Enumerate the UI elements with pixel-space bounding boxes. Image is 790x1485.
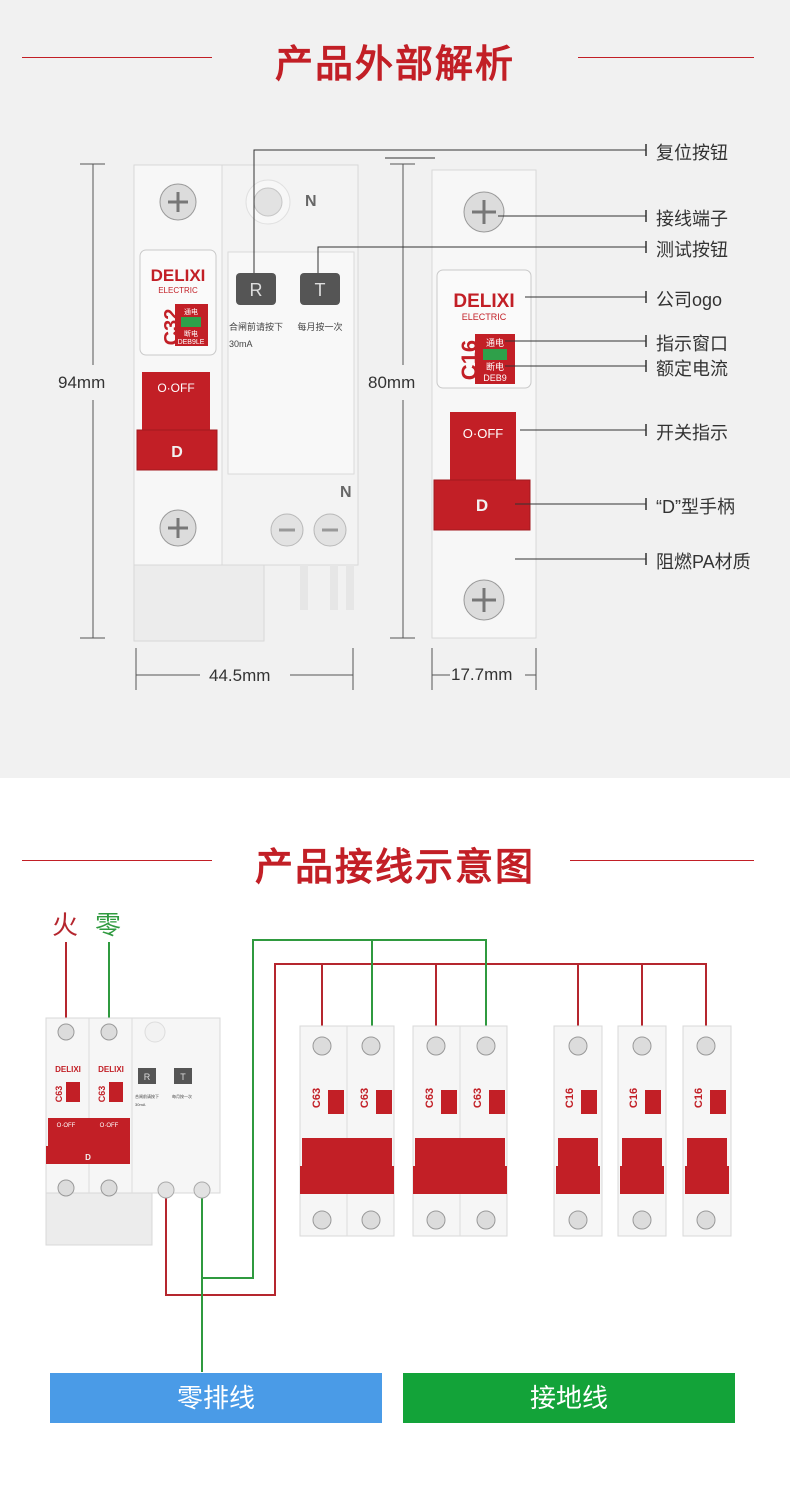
brand-sub-right: ELECTRIC: [462, 312, 507, 322]
callout-pa-material: 阻燃PA材质: [656, 552, 751, 572]
title-rule-left-2: [22, 860, 212, 861]
callout-switch-indicator: 开关指示: [656, 423, 728, 443]
terminal-screw-icon: [361, 1036, 381, 1056]
main-switch-2: O·OFF: [100, 1123, 119, 1129]
main-test-hint: 每月按一次: [172, 1093, 192, 1099]
double-2-rating-a: C63: [424, 1088, 436, 1108]
dim-height-left: 94mm: [58, 373, 106, 392]
title-rule-left: [22, 57, 212, 58]
callout-rated-current: 额定电流: [656, 359, 728, 379]
breaker-left: N N DELIXI ELECTRIC C32 通电 断电 DEB9LE O·O…: [133, 164, 359, 642]
terminal-screw-icon: [632, 1210, 652, 1230]
terminal-screw-icon: [632, 1036, 652, 1056]
section-title-wiring: 产品接线示意图: [254, 847, 535, 889]
title-rule-right-2: [570, 860, 754, 861]
title-rule-right: [578, 57, 754, 58]
main-reset-button: R: [144, 1072, 151, 1082]
dim-width-right: 17.7mm: [451, 665, 513, 684]
main-leak: 30mA: [135, 1102, 146, 1107]
double-1-rating-a: C63: [311, 1088, 323, 1108]
main-rating-1: C63: [54, 1086, 64, 1103]
section-title-exterior: 产品外部解析: [274, 44, 515, 86]
wiring-lines: [65, 939, 707, 1372]
terminal-screw-icon: [426, 1210, 446, 1230]
d-handle-left: D: [171, 444, 183, 461]
terminal-screw-icon: [159, 179, 347, 547]
model-left: DEB9LE: [178, 339, 205, 346]
product-exterior-section: 产品外部解析: [0, 0, 790, 778]
main-rating-2: C63: [97, 1086, 107, 1103]
terminal-screw-icon: [57, 1023, 75, 1041]
off-text-left: 断电: [184, 329, 198, 338]
terminal-screw-icon: [312, 1210, 332, 1230]
terminal-screw-icon: [696, 1036, 716, 1056]
dimension-lines: [80, 163, 537, 690]
single-breaker-2: C16: [617, 1025, 667, 1237]
single-2-rating: C16: [628, 1088, 640, 1108]
neutral-bus-bar: 零排线: [50, 1373, 382, 1423]
main-brand-2: DELIXI: [98, 1065, 124, 1074]
neutral-mark-top: N: [305, 193, 317, 210]
wiring-diagram: DELIXI DELIXI C63 C63 R T 合闸前请按下 每月按一次 3…: [45, 939, 732, 1372]
dim-height-right: 80mm: [368, 373, 416, 392]
neutral-mark-bottom: N: [340, 484, 352, 501]
double-2-rating-b: C63: [472, 1088, 484, 1108]
main-test-button: T: [180, 1072, 186, 1082]
test-hint: 每月按一次: [297, 321, 342, 332]
callout-indicator-window: 指示窗口: [656, 334, 728, 354]
main-handle: D: [85, 1153, 91, 1162]
reset-hint: 合闸前请按下: [229, 321, 283, 332]
switch-indicator-left: O·OFF: [157, 381, 194, 395]
reset-button-left: R: [250, 280, 263, 300]
main-rcbo: DELIXI DELIXI C63 C63 R T 合闸前请按下 每月按一次 3…: [45, 1017, 221, 1246]
single-breaker-1: C16: [553, 1025, 603, 1237]
callout-terminal: 接线端子: [656, 209, 728, 229]
terminal-screw-icon: [100, 1023, 118, 1041]
single-1-rating: C16: [564, 1088, 576, 1108]
brand-logo-left: DELIXI: [151, 266, 206, 285]
live-wire-label: 火: [52, 910, 79, 940]
callout-d-handle: “D”型手柄: [656, 497, 735, 517]
off-text-right: 断电: [486, 361, 504, 372]
brand-logo-right: DELIXI: [453, 291, 514, 312]
on-text-right: 通电: [486, 337, 504, 348]
terminal-screw-icon: [568, 1210, 588, 1230]
terminal-screw-icon: [568, 1036, 588, 1056]
terminal-screw-icon: [57, 1179, 75, 1197]
terminal-screw-icon: [100, 1179, 118, 1197]
terminal-screw-icon: [361, 1210, 381, 1230]
brand-sub-left: ELECTRIC: [158, 286, 198, 295]
callout-reset-button: 复位按钮: [656, 143, 728, 163]
single-3-rating: C16: [693, 1088, 705, 1108]
neutral-wire-label: 零: [95, 910, 122, 940]
double-1-rating-b: C63: [359, 1088, 371, 1108]
main-switch-1: O·OFF: [57, 1123, 76, 1129]
single-breaker-3: C16: [682, 1025, 732, 1237]
callout-lines: [253, 144, 647, 565]
leak-current: 30mA: [229, 339, 253, 349]
main-reset-hint: 合闸前请按下: [135, 1093, 159, 1099]
main-brand-1: DELIXI: [55, 1065, 81, 1074]
terminal-screw-icon: [426, 1036, 446, 1056]
terminal-screw-icon: [476, 1210, 496, 1230]
dim-width-left: 44.5mm: [209, 666, 271, 685]
terminal-screw-icon: [476, 1036, 496, 1056]
double-breaker-2: C63 C63: [412, 1025, 508, 1237]
model-right: DEB9: [483, 373, 507, 383]
callout-logo: 公司ogo: [656, 290, 723, 310]
test-button-left: T: [315, 280, 326, 300]
double-breaker-1: C63 C63: [299, 1025, 395, 1237]
terminal-screw-icon: [696, 1210, 716, 1230]
switch-indicator-right: O·OFF: [463, 426, 503, 441]
ground-bus-bar: 接地线: [403, 1373, 735, 1423]
terminal-screw-icon: [312, 1036, 332, 1056]
callout-test-button: 测试按钮: [656, 240, 728, 260]
breaker-right: DELIXI ELECTRIC C16 通电 断电 DEB9 O·OFF D: [431, 169, 537, 639]
on-text-left: 通电: [184, 307, 198, 316]
exterior-diagram: N N DELIXI ELECTRIC C32 通电 断电 DEB9LE O·O…: [80, 144, 647, 690]
d-handle-right: D: [476, 496, 488, 515]
